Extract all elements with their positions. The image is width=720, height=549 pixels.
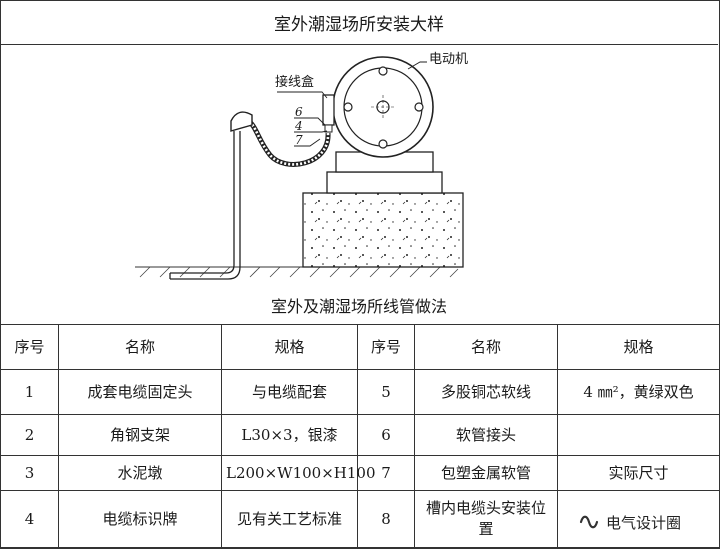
leader-lines	[277, 61, 427, 147]
wechat-channel-logo-icon	[579, 515, 599, 529]
table-cell: 见有关工艺标准	[221, 490, 358, 548]
table-cell: 成套电缆固定头	[58, 369, 222, 415]
table-row: 1 成套电缆固定头 与电缆配套 5 多股铜芯软线 4 ㎜²，黄绿双色	[0, 369, 720, 415]
table-cell: 6	[357, 414, 415, 456]
header-cell: 序号	[357, 324, 415, 370]
table-cell: 4	[0, 490, 59, 548]
watermark: 电气设计圈	[578, 507, 718, 537]
table-cell	[557, 414, 720, 456]
table-cell: 水泥墩	[58, 455, 222, 491]
table-cell: 1	[0, 369, 59, 415]
callout-6: 6	[295, 105, 303, 119]
table-cell: 槽内电缆头安装位置	[414, 490, 558, 548]
table-cell: 软管接头	[414, 414, 558, 456]
table-row: 4 电缆标识牌 见有关工艺标准 8 槽内电缆头安装位置	[0, 490, 720, 548]
table-row: 3 水泥墩 L200×W100×H100 7 包塑金属软管 实际尺寸	[0, 455, 720, 491]
watermark-text: 电气设计圈	[606, 513, 682, 532]
table-cell: L200×W100×H100	[221, 455, 376, 491]
header-cell: 规格	[557, 324, 720, 370]
concrete-pier	[302, 192, 464, 268]
header-cell: 名称	[414, 324, 558, 370]
installation-drawing: 电动机 接线盒 6 4 7 室外及潮湿场所线管做法	[0, 45, 718, 323]
table-cell: 实际尺寸	[557, 455, 720, 491]
table-cell: 8	[357, 490, 415, 548]
table-cell: L30×3，银漆	[221, 414, 358, 456]
header-cell: 规格	[221, 324, 358, 370]
table-cell: 包塑金属软管	[414, 455, 558, 491]
callout-4: 4	[295, 119, 303, 133]
conduit-pipe	[169, 131, 241, 280]
parts-table: 序号 名称 规格 序号 名称 规格 1 成套电缆固定头 与电缆配套 5 多股铜芯…	[0, 324, 720, 548]
header-cell: 序号	[0, 324, 59, 370]
table-cell: 电缆标识牌	[58, 490, 222, 548]
table-cell: 2	[0, 414, 59, 456]
motor-base	[326, 151, 443, 194]
ground-hatch	[135, 266, 460, 278]
motor-body	[332, 56, 434, 158]
table-cell: 多股铜芯软线	[414, 369, 558, 415]
drawing-caption: 室外及潮湿场所线管做法	[270, 297, 447, 316]
table-row: 2 角钢支架 L30×3，银漆 6 软管接头	[0, 414, 720, 456]
table-cell	[557, 490, 720, 548]
table-header-row: 序号 名称 规格 序号 名称 规格	[0, 324, 720, 370]
table-cell: 4 ㎜²，黄绿双色	[557, 369, 720, 415]
table-cell: 3	[0, 455, 59, 491]
table-cell: 与电缆配套	[221, 369, 358, 415]
junction-box-label: 接线盒	[275, 75, 315, 90]
motor-label: 电动机	[429, 52, 469, 67]
callout-7: 7	[295, 133, 303, 147]
junction-box	[322, 94, 335, 126]
hose-connector	[324, 124, 333, 133]
page-title: 室外潮湿场所安装大样	[0, 0, 718, 45]
cable-fixing-head	[230, 111, 253, 132]
table-cell: 5	[357, 369, 415, 415]
header-cell: 名称	[58, 324, 222, 370]
table-cell: 角钢支架	[58, 414, 222, 456]
installation-diagram-svg	[135, 56, 464, 280]
